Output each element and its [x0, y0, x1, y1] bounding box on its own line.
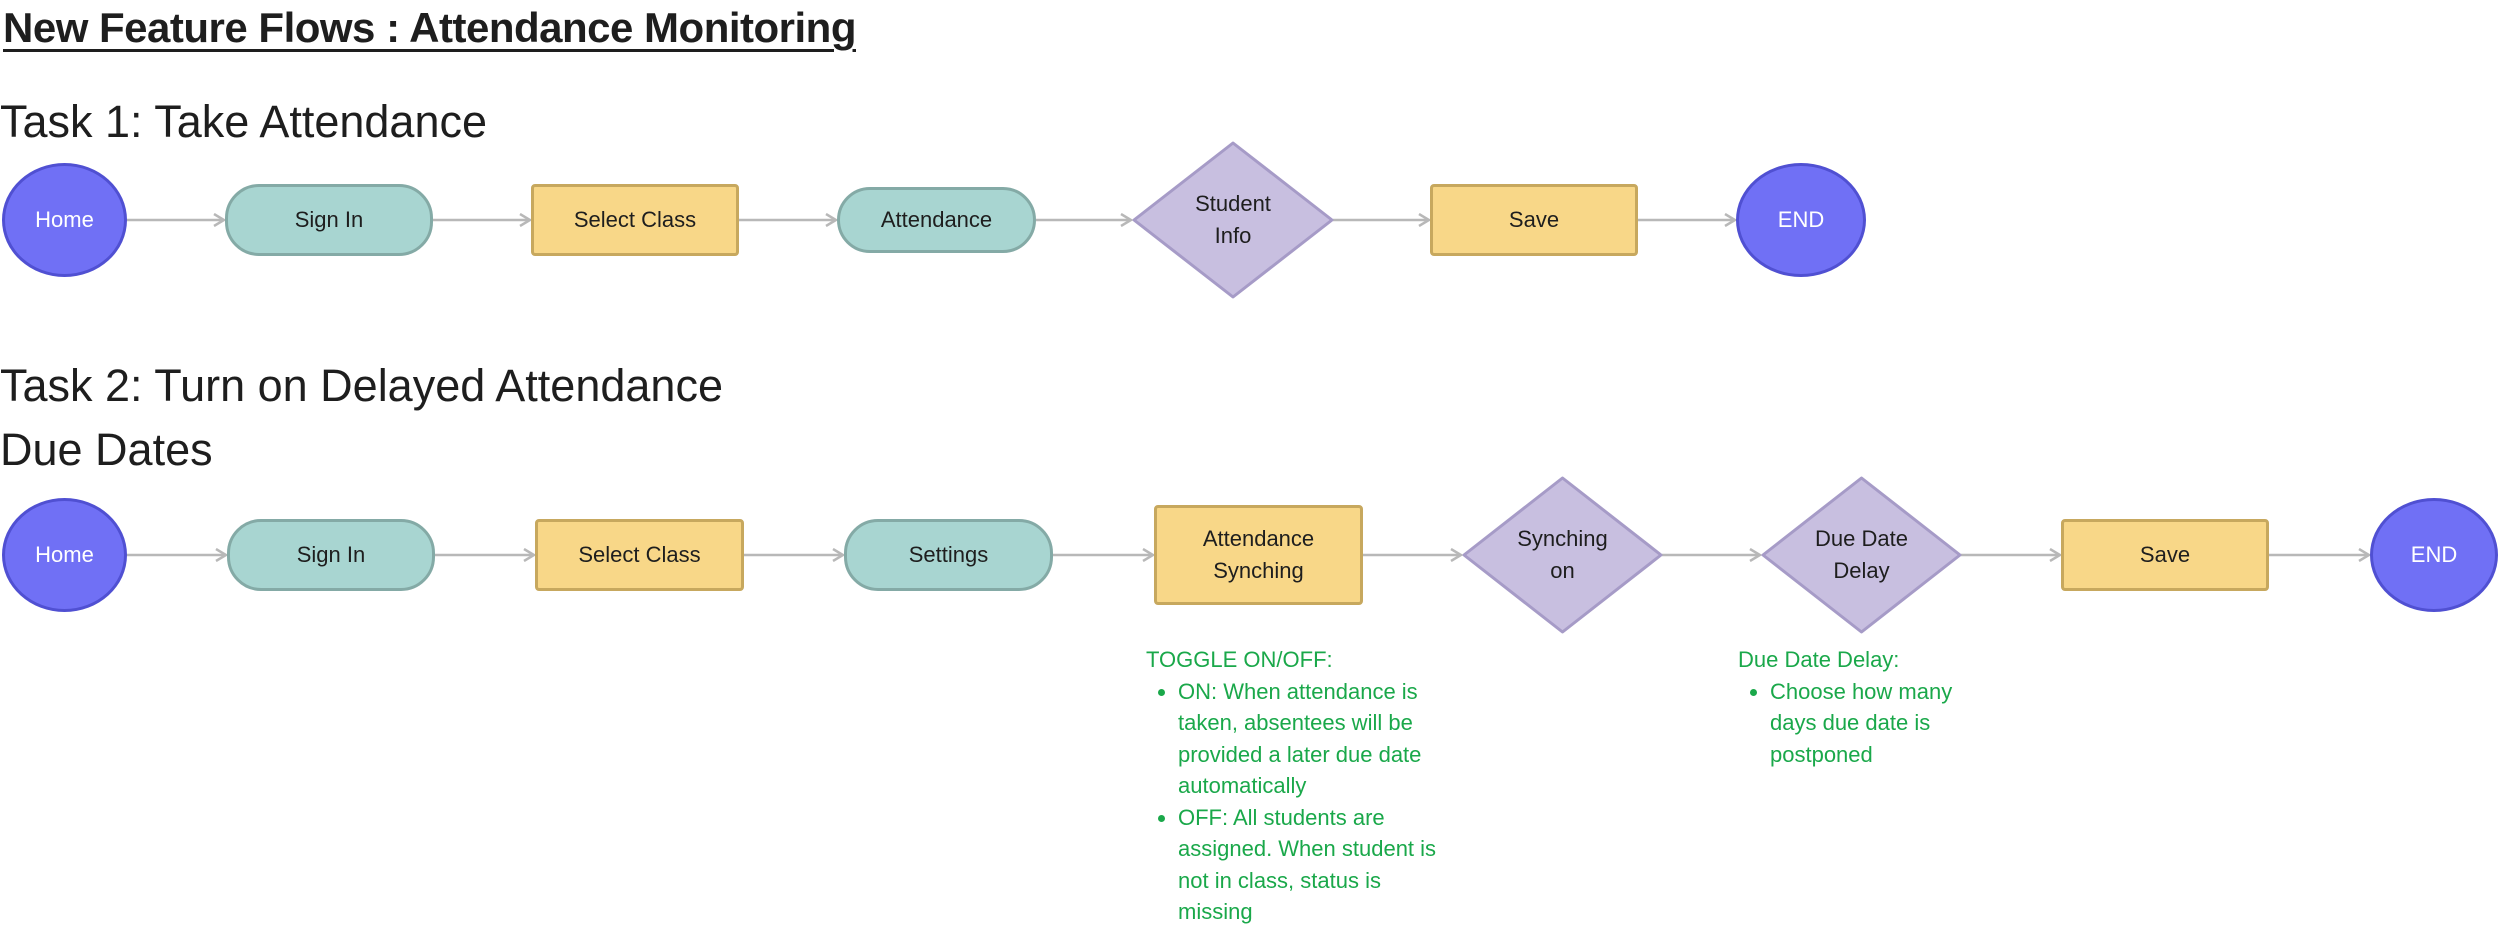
task2-settings-node: Settings [844, 519, 1053, 591]
task2-due-date-delay-label: Due Date Delay [1815, 526, 1908, 583]
task2-save-node: Save [2061, 519, 2269, 591]
due-date-delay-note: Due Date Delay: Choose how many days due… [1738, 644, 1983, 770]
task2-end-node: END [2370, 498, 2498, 612]
task2-sign-in-node: Sign In [227, 519, 435, 591]
task2-synching-on-label: Synching on [1517, 526, 1608, 583]
task1-student-info-label: Student Info [1195, 191, 1271, 248]
task1-attendance-node: Attendance [837, 187, 1036, 253]
task1-heading: Task 1: Take Attendance [0, 96, 488, 147]
toggle-note-list: ON: When attendance is taken, absentees … [1146, 676, 1446, 928]
task2-heading-line2: Due Dates [0, 424, 213, 475]
task1-home-node: Home [2, 163, 127, 277]
task2-due-date-delay-decision: Due Date Delay [1761, 476, 1962, 634]
decision-diamond-shape [1761, 476, 1962, 634]
task2-heading: Task 2: Turn on Delayed Attendance [0, 360, 723, 411]
due-date-delay-note-title: Due Date Delay: [1738, 647, 1900, 672]
page-title: New Feature Flows : Attendance Monitorin… [3, 4, 857, 51]
task2-attendance-synching-node: Attendance Synching [1154, 505, 1363, 605]
toggle-note-item-on: ON: When attendance is taken, absentees … [1178, 676, 1446, 802]
toggle-note-item-off: OFF: All students are assigned. When stu… [1178, 802, 1446, 928]
task2-select-class-node: Select Class [535, 519, 744, 591]
due-date-delay-note-item: Choose how many days due date is postpon… [1770, 676, 1983, 771]
task1-end-node: END [1736, 163, 1866, 277]
task1-student-info-decision: Student Info [1132, 141, 1334, 299]
task1-save-node: Save [1430, 184, 1638, 256]
decision-diamond-shape [1132, 141, 1334, 299]
toggle-note: TOGGLE ON/OFF: ON: When attendance is ta… [1146, 644, 1446, 928]
toggle-note-title: TOGGLE ON/OFF: [1146, 647, 1333, 672]
decision-diamond-shape [1462, 476, 1663, 634]
task1-sign-in-node: Sign In [225, 184, 433, 256]
task2-home-node: Home [2, 498, 127, 612]
task2-synching-on-decision: Synching on [1462, 476, 1663, 634]
task1-select-class-node: Select Class [531, 184, 739, 256]
due-date-delay-note-list: Choose how many days due date is postpon… [1738, 676, 1983, 771]
